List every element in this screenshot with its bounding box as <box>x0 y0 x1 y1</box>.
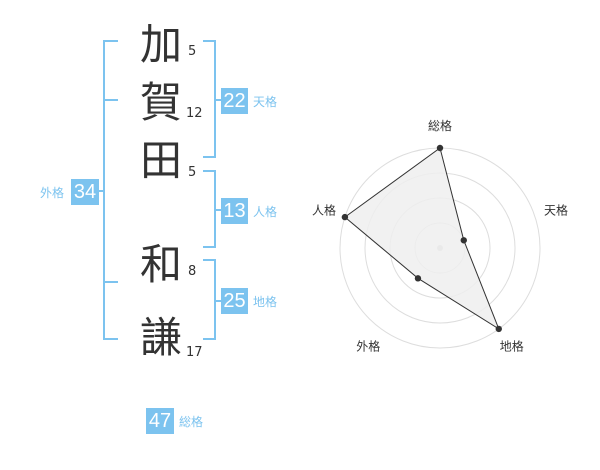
radar-axis-label-1: 総格 <box>428 118 452 133</box>
soukaku-label: 総格 <box>179 415 204 429</box>
jinkaku-value: 13 <box>221 198 248 224</box>
chikaku-label: 地格 <box>253 295 278 309</box>
gaikaku-label: 外格 <box>40 186 65 200</box>
name-char-3: 田 <box>140 136 183 185</box>
chikaku-bracket <box>203 259 216 340</box>
radar-point-1 <box>436 144 444 152</box>
gaikaku-bracket-tick-top <box>103 99 118 101</box>
name-char-5: 謙 <box>140 313 183 362</box>
tenkaku-connector <box>215 99 221 101</box>
stroke-count-4: 8 <box>188 264 197 279</box>
radar-axis-label-2: 天格 <box>544 202 568 217</box>
radar-point-4 <box>414 275 422 282</box>
stroke-count-2: 12 <box>186 106 203 121</box>
stroke-count-5: 17 <box>186 345 203 360</box>
chikaku-connector <box>215 300 221 302</box>
radar-axis-label-4: 外格 <box>356 339 380 354</box>
name-char-2: 賀 <box>140 78 183 127</box>
jinkaku-label: 人格 <box>253 205 278 219</box>
gaikaku-bracket-tick-bottom <box>103 281 118 283</box>
gaikaku-connector <box>98 190 104 192</box>
radar-point-2 <box>460 237 467 244</box>
jinkaku-connector <box>215 209 221 211</box>
tenkaku-value: 22 <box>221 88 248 114</box>
radar-axis-label-3: 地格 <box>500 339 524 354</box>
name-char-1: 加 <box>140 20 183 69</box>
chikaku-value: 25 <box>221 288 248 314</box>
radar-shape <box>341 144 502 333</box>
gaikaku-bracket <box>103 40 118 340</box>
radar-point-3 <box>495 325 502 333</box>
radar-point-5 <box>341 213 349 221</box>
stroke-count-3: 5 <box>188 165 197 180</box>
radar-polygon <box>344 147 500 331</box>
stroke-count-1: 5 <box>188 44 197 59</box>
soukaku-value: 47 <box>146 408 174 434</box>
radar-axis-label-5: 人格 <box>312 202 336 217</box>
tenkaku-label: 天格 <box>253 95 278 109</box>
name-char-4: 和 <box>140 240 183 289</box>
gaikaku-value: 34 <box>71 179 99 205</box>
